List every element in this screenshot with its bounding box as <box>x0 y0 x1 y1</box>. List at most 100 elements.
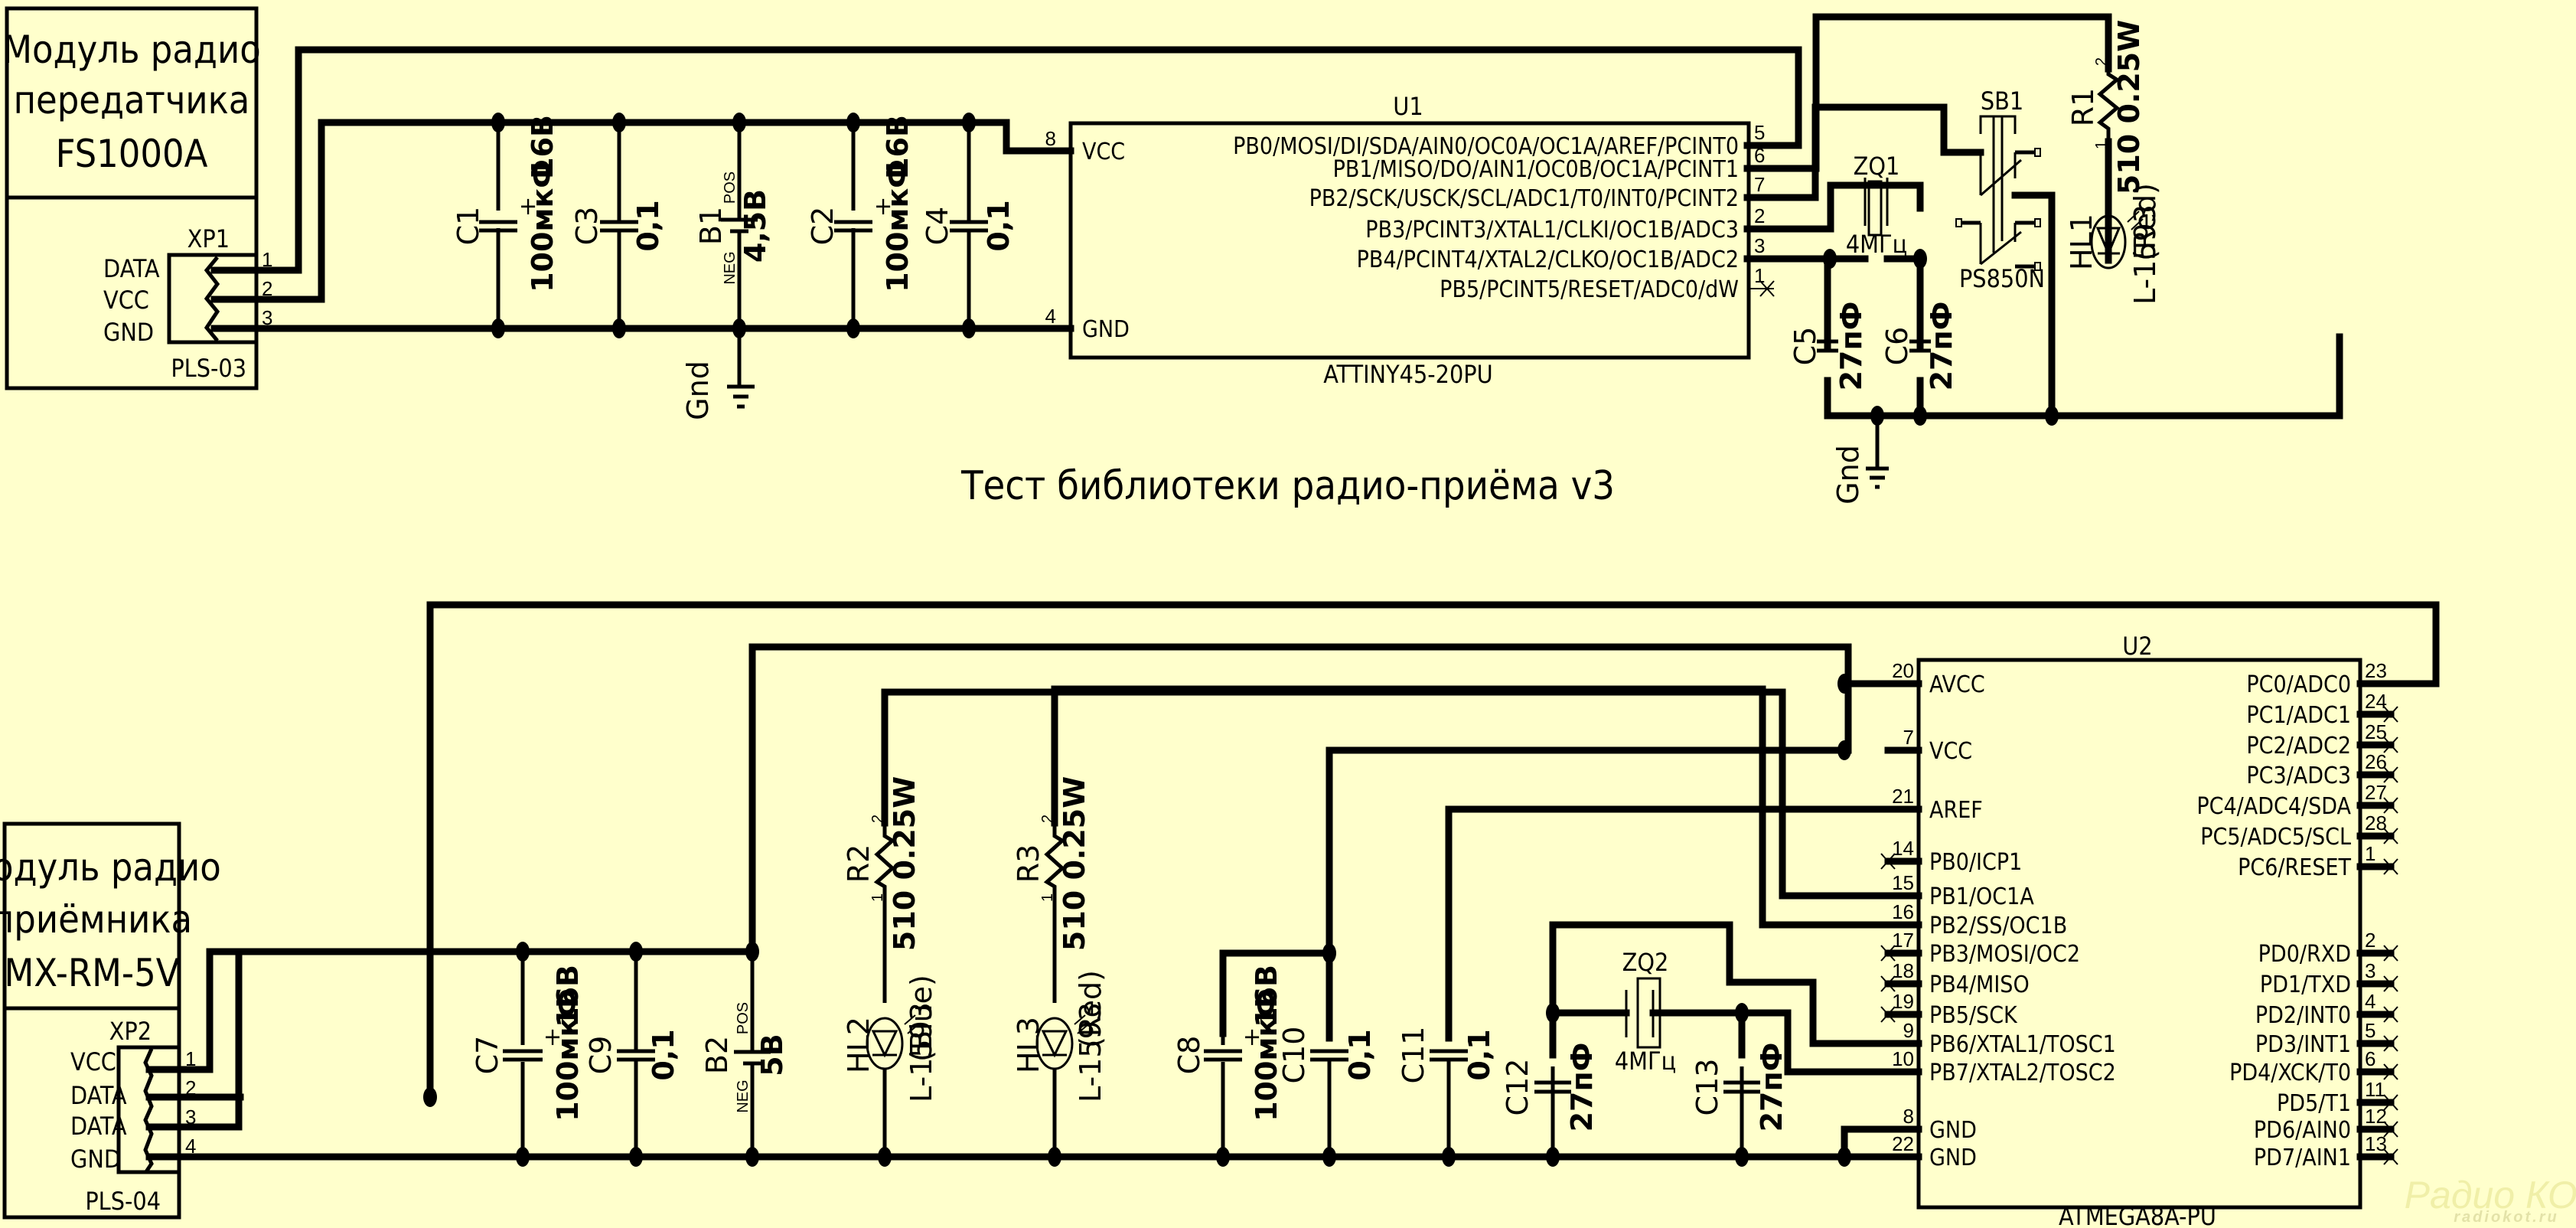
c1-capacitor: + C1 100мкФ 16В <box>452 115 559 328</box>
pin-number: 15 <box>1892 871 1914 894</box>
nc-marker <box>2383 858 2398 875</box>
pin-name: PB3/PCINT3/XTAL1/CLKI/OC1B/ADC3 <box>1365 217 1739 243</box>
pin-name: PC1/ADC1 <box>2246 702 2351 729</box>
c12-value: 27пФ <box>1565 1043 1599 1132</box>
b1-ref: B1 <box>694 207 728 245</box>
polarity-plus: + <box>1243 1022 1261 1051</box>
hl2-color: (Blue) <box>905 975 938 1062</box>
c2-ref: C2 <box>806 207 840 246</box>
pin-number: 3 <box>2365 959 2375 982</box>
pin-number: 1 <box>262 248 272 271</box>
zq1-ref: ZQ1 <box>1854 152 1900 181</box>
nc-marker <box>2383 945 2398 962</box>
c2-value: 100мкФ <box>881 159 915 292</box>
pin-number: 5 <box>2365 1019 2375 1042</box>
b2-pos: POS <box>735 1002 752 1034</box>
nc-marker <box>1880 1006 1896 1023</box>
b1-value: 4,5В <box>739 189 772 263</box>
nc-marker <box>2383 706 2398 723</box>
r2-value: 510 0.25W <box>888 776 921 951</box>
c4-value: 0,1 <box>982 200 1016 251</box>
gnd-label: Gnd <box>1831 445 1865 505</box>
hl1-ref: HL1 <box>2065 214 2098 270</box>
pin-name: AVCC <box>1929 671 1985 698</box>
c5-ref: C5 <box>1789 327 1822 366</box>
pin-number: 2 <box>1754 204 1765 227</box>
u1-pin-name: GND <box>1082 316 1130 343</box>
nc-marker <box>2383 797 2398 814</box>
pin-number: 5 <box>1754 121 1765 144</box>
pin-number: 3 <box>1754 234 1765 257</box>
pin-name: PD6/AIN0 <box>2254 1117 2351 1144</box>
nc-marker <box>2383 1006 2398 1023</box>
pin-number: 26 <box>2365 750 2387 773</box>
pin-number: 1 <box>1754 264 1765 287</box>
pin-name: PD1/TXD <box>2260 972 2351 998</box>
module-title-line2: приёмника <box>0 897 192 942</box>
pin-number: 7 <box>1903 726 1914 749</box>
pin-number: 23 <box>2365 659 2387 682</box>
nc-marker <box>2383 828 2398 844</box>
polarity-plus: + <box>519 191 537 220</box>
sb1-ref: SB1 <box>1981 87 2023 116</box>
pin-name: PC3/ADC3 <box>2246 763 2351 789</box>
pin-name: PB1/MISO/DO/AIN1/OC0B/OC1A/PCINT1 <box>1333 156 1739 183</box>
pin-number: 6 <box>2365 1047 2375 1070</box>
u1-ref: U1 <box>1393 92 1423 121</box>
polarity-plus: + <box>543 1022 562 1051</box>
c4-capacitor: C4 0,1 <box>921 122 1016 328</box>
pin-name: PB0/ICP1 <box>1929 849 2022 876</box>
c4-ref: C4 <box>921 207 954 246</box>
r1-pin2: 2 <box>2093 57 2110 66</box>
pin-number: 11 <box>2365 1078 2385 1101</box>
xp2-connector: XP2 1 2 3 4 VCC DATA DATA GND PLS-04 <box>70 1017 196 1216</box>
c6-value: 27пФ <box>1925 302 1958 391</box>
schematic-title: Тест библиотеки радио-приёма v3 <box>960 463 1615 509</box>
xp2-pin-name: DATA <box>70 1081 127 1110</box>
c5-value: 27пФ <box>1834 302 1868 391</box>
nc-marker <box>2383 975 2398 992</box>
r2-resistor: 2 1 R2 510 0.25W <box>842 776 921 1003</box>
hl3-color: (Red) <box>1074 970 1107 1048</box>
b1-neg: NEG <box>722 251 739 284</box>
r1-value: 510 0.25W <box>2112 20 2146 194</box>
zq2-ref: ZQ2 <box>1622 948 1669 977</box>
pin-name: PB3/MOSI/OC2 <box>1929 941 2080 968</box>
fs1000a-module: Модуль радио передатчика FS1000A <box>2 6 261 390</box>
sb1-part: PS850N <box>1959 264 2045 293</box>
b2-neg: NEG <box>735 1079 752 1112</box>
r3-pin1: 1 <box>1039 893 1056 902</box>
xp1-pin-name: GND <box>103 318 154 347</box>
pin-number: 9 <box>1903 1019 1914 1042</box>
c8-ref: C8 <box>1172 1036 1206 1075</box>
hl3-ref: HL3 <box>1012 1017 1045 1073</box>
sb1-switch[interactable]: SB1 PS850N <box>1955 87 2045 293</box>
gnd-label: Gnd <box>681 361 715 420</box>
nc-marker <box>2383 1121 2398 1138</box>
pin-name: PD3/INT1 <box>2255 1031 2351 1058</box>
pin-name: PC5/ADC5/SCL <box>2200 824 2351 851</box>
c12-ref: C12 <box>1501 1059 1534 1116</box>
pin-number: 18 <box>1892 959 1914 982</box>
xp1-part: PLS-03 <box>171 354 246 383</box>
ground-symbol-2: Gnd <box>1831 416 1889 505</box>
pin-number: 20 <box>1892 659 1914 682</box>
b1-battery: B1 4,5В POS NEG Gnd <box>681 122 772 420</box>
pin-name: PB2/SS/OC1B <box>1929 913 2067 939</box>
xp1-pin-name: DATA <box>103 254 160 283</box>
hl1-led: HL1 L-1593 (Red) <box>2065 183 2162 305</box>
pin-number: 14 <box>1892 837 1914 860</box>
